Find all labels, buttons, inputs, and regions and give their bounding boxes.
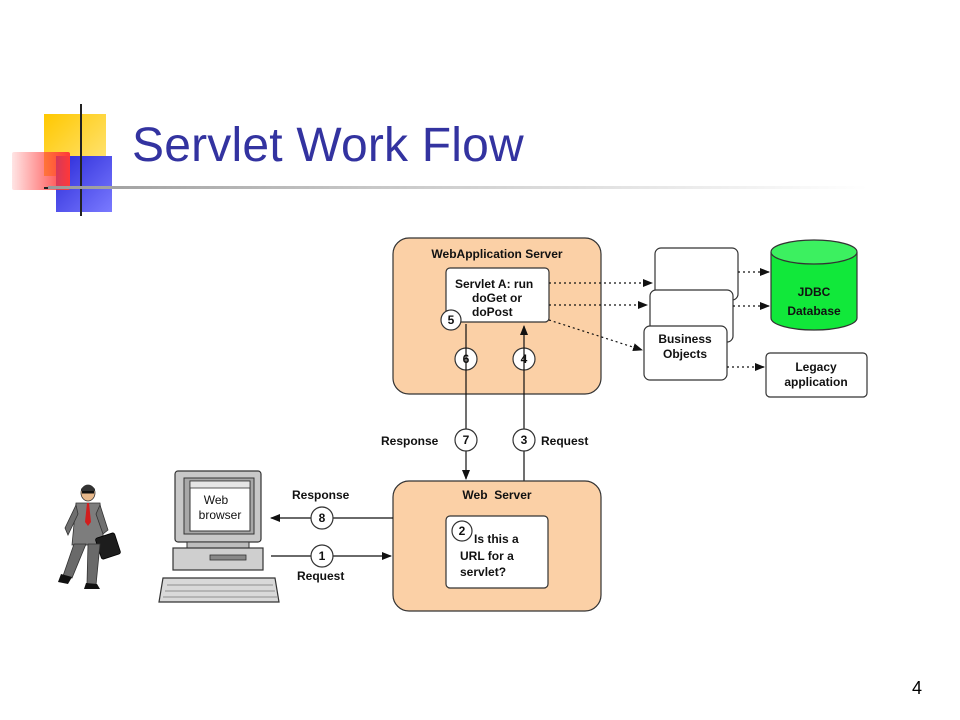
- step-5-circle: 5: [440, 309, 462, 331]
- user-person-icon: [58, 484, 121, 589]
- step-7-circle: 7: [454, 428, 478, 452]
- question-line-3: servlet?: [460, 565, 506, 579]
- svg-text:8: 8: [319, 511, 326, 525]
- slide-title: Servlet Work Flow: [132, 119, 524, 172]
- svg-text:1: 1: [319, 549, 326, 563]
- deco-red-bar: [12, 152, 70, 190]
- jdbc-line-1: JDBC: [798, 285, 831, 299]
- question-line-1: Is this a: [474, 532, 519, 546]
- svg-text:Objects: Objects: [663, 347, 707, 361]
- step-8-circle: 8: [310, 506, 334, 530]
- svg-text:3: 3: [521, 433, 528, 447]
- svg-text:application: application: [784, 375, 847, 389]
- question-line-2: URL for a: [460, 549, 514, 563]
- legacy-application-box: Legacy application: [765, 352, 868, 398]
- svg-text:7: 7: [463, 433, 470, 447]
- web-browser-window: Web browser: [189, 480, 251, 532]
- web-server-title: Web Server: [462, 488, 531, 502]
- webapp-server-title: WebApplication Server: [431, 247, 562, 261]
- jdbc-line-2: Database: [787, 304, 841, 318]
- page-number: 4: [912, 678, 923, 698]
- browser-line-2: browser: [199, 508, 242, 522]
- servlet-line-1: Servlet A: run: [455, 277, 533, 291]
- step-1-circle: 1: [310, 544, 334, 568]
- svg-text:2: 2: [459, 524, 466, 538]
- title-underline: [48, 186, 868, 189]
- request-label-upper: Request: [541, 434, 588, 448]
- title-decoration: [0, 96, 140, 226]
- business-objects-box: Business Objects: [643, 325, 728, 381]
- response-label-upper: Response: [381, 434, 439, 448]
- svg-text:Business: Business: [658, 332, 712, 346]
- computer-icon: Web browser: [158, 470, 280, 603]
- browser-line-1: Web: [204, 493, 229, 507]
- svg-text:5: 5: [448, 313, 455, 327]
- request-label-lower: Request: [297, 569, 344, 583]
- deco-vertical-line: [80, 104, 82, 216]
- servlet-line-2: doGet or: [472, 291, 522, 305]
- servlet-a-box: Servlet A: run doGet or doPost: [445, 267, 550, 323]
- servlet-line-3: doPost: [472, 305, 513, 319]
- jdbc-database-cylinder: JDBC Database: [770, 239, 858, 331]
- servlet-to-object-arrow-3: [548, 319, 643, 352]
- step-3-circle: 3: [512, 428, 536, 452]
- step-2-circle: 2: [451, 520, 473, 542]
- response-label-lower: Response: [292, 488, 350, 502]
- svg-text:Legacy: Legacy: [795, 360, 837, 374]
